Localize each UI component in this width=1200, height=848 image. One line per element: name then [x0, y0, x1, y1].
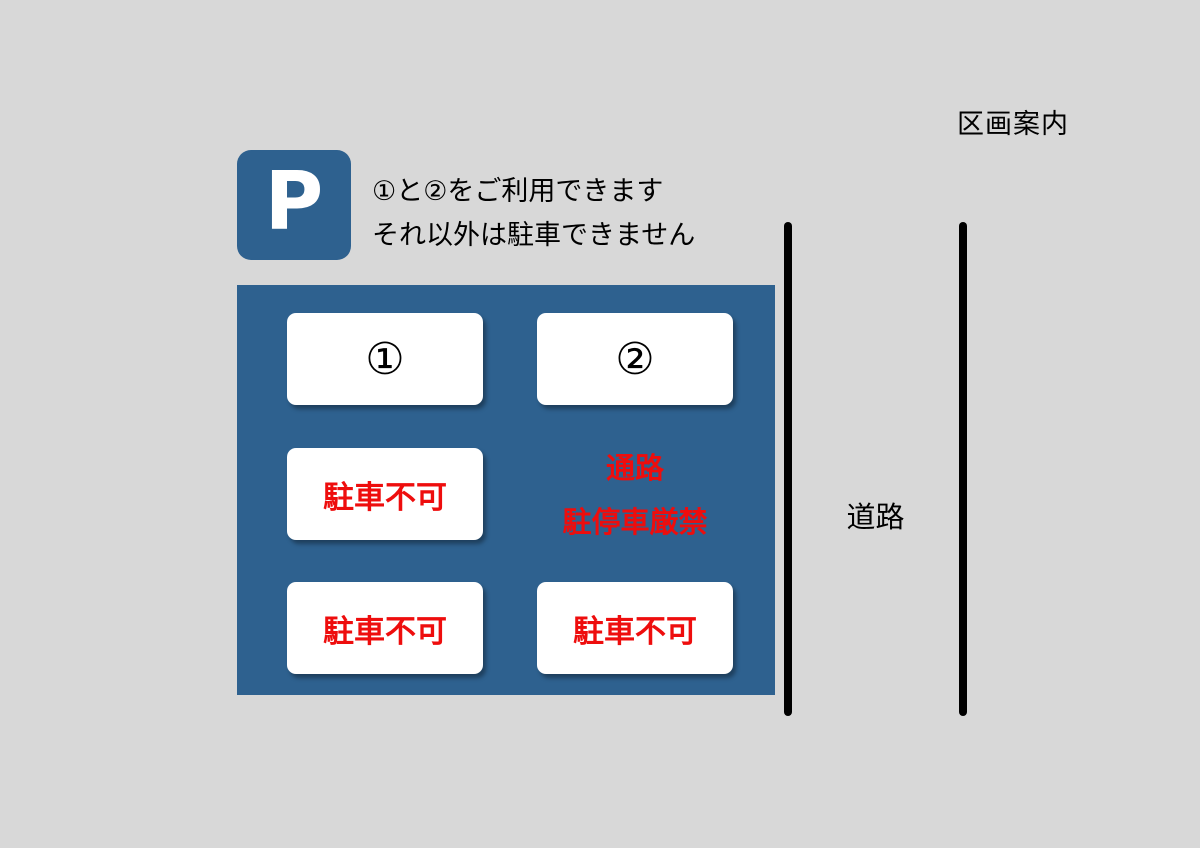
- no-parking-label-3: 駐車不可: [573, 613, 697, 650]
- parking-space-2: ②: [537, 313, 733, 405]
- aisle-warning-line1: 通路: [605, 450, 664, 485]
- parking-space-1: ①: [287, 313, 483, 405]
- parking-lot-map: ① ② 駐車不可 通路 駐停車厳禁 駐車不可 駐車不可: [237, 285, 775, 695]
- aisle-warning: 通路 駐停車厳禁: [525, 443, 745, 548]
- no-parking-space-middle-left: 駐車不可: [287, 448, 483, 540]
- road-edge-line-right: [959, 222, 967, 716]
- road-edge-line-left: [784, 222, 792, 716]
- no-parking-label-2: 駐車不可: [323, 613, 447, 650]
- usage-note: ①と②をご利用できます それ以外は駐車できません: [372, 170, 695, 258]
- aisle-warning-line2: 駐停車厳禁: [562, 504, 708, 539]
- usage-note-line1: ①と②をご利用できます: [372, 176, 664, 207]
- usage-note-line2: それ以外は駐車できません: [372, 220, 696, 251]
- no-parking-label-1: 駐車不可: [323, 479, 447, 516]
- parking-space-1-label: ①: [365, 333, 405, 385]
- road-label: 道路: [846, 500, 905, 534]
- parking-icon-letter: P: [264, 155, 324, 248]
- parking-space-2-label: ②: [615, 333, 655, 385]
- no-parking-space-bottom-left: 駐車不可: [287, 582, 483, 674]
- parking-icon: P: [237, 150, 351, 260]
- page-title: 区画案内: [957, 109, 1069, 140]
- no-parking-space-bottom-right: 駐車不可: [537, 582, 733, 674]
